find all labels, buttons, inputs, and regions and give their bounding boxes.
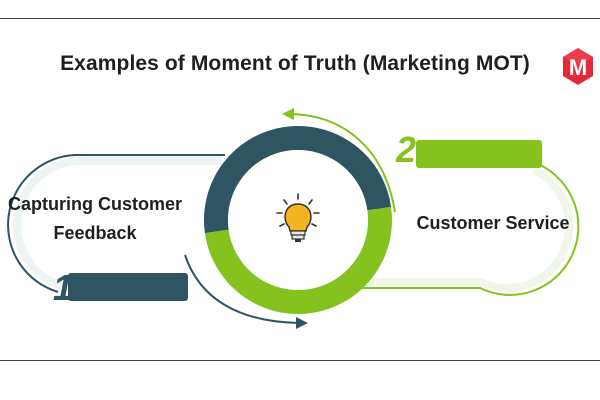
right-connector	[282, 108, 580, 296]
logo-letter: M	[569, 55, 587, 80]
page-title: Examples of Moment of Truth (Marketing M…	[0, 52, 600, 76]
step-2-bar	[416, 140, 542, 168]
step-2-label: Customer Service	[416, 213, 570, 233]
brand-logo: M	[563, 48, 593, 85]
step-2-number: 2	[396, 129, 417, 170]
step-1-label-line2: Feedback	[53, 223, 137, 243]
step-1-label: Capturing Customer Feedback	[0, 190, 190, 248]
bottom-rule	[0, 360, 600, 361]
step-1-bar	[68, 273, 188, 301]
title-text: Examples of Moment of Truth (Marketing M…	[60, 52, 530, 75]
left-connector	[7, 154, 308, 329]
arrow-left-icon	[282, 108, 294, 120]
step-1-number: 1	[53, 267, 74, 308]
top-rule	[0, 18, 600, 19]
step-1-label-line1: Capturing Customer	[7, 194, 182, 214]
lightbulb-icon	[276, 193, 320, 242]
arrow-right-icon	[296, 317, 308, 329]
